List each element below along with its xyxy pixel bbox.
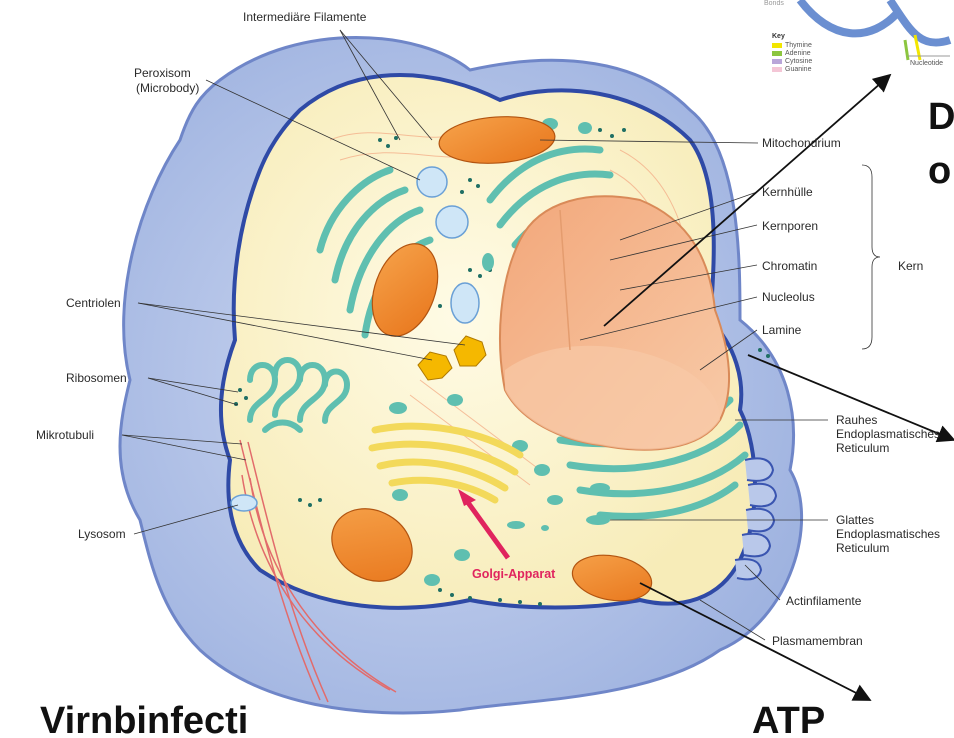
lysosome-center: [451, 283, 479, 323]
key-thymine: Thymine: [772, 42, 812, 50]
label-lamine: Lamine: [762, 323, 801, 337]
label-rough-er-1: Rauhes: [836, 413, 877, 427]
overlay-text-bottom-left: Virnbinfecti: [40, 700, 248, 738]
dna-inset: Bonds Key Thymine Adenine Cytosine Guani…: [760, 0, 954, 96]
key-cytosine: Cytosine: [772, 58, 812, 66]
label-chromatin: Chromatin: [762, 259, 817, 273]
label-plasmamembran: Plasmamembran: [772, 634, 863, 648]
overlay-text-d: D: [928, 96, 954, 139]
label-peroxisome-2: (Microbody): [136, 81, 199, 95]
label-kern: Kern: [898, 259, 923, 273]
key-adenine: Adenine: [772, 50, 811, 58]
label-golgi-apparat: Golgi-Apparat: [472, 567, 555, 581]
label-rough-er-3: Reticulum: [836, 441, 889, 455]
label-smooth-er-3: Reticulum: [836, 541, 889, 555]
overlay-text-o: o: [928, 150, 951, 193]
label-actinfilamente: Actinfilamente: [786, 594, 861, 608]
overlay-text-atp: ATP: [752, 700, 825, 738]
label-kernporen: Kernporen: [762, 219, 818, 233]
key-guanine: Guanine: [772, 66, 811, 74]
label-kernhuelle: Kernhülle: [762, 185, 813, 199]
label-mikrotubuli: Mikrotubuli: [36, 428, 94, 442]
label-smooth-er-1: Glattes: [836, 513, 874, 527]
label-smooth-er-2: Endoplasmatisches: [836, 527, 940, 541]
label-centriolen: Centriolen: [66, 296, 121, 310]
label-intermediate-filaments: Intermediäre Filamente: [243, 10, 366, 24]
label-mitochondrium: Mitochondrium: [762, 136, 841, 150]
inset-bonds-label: Bonds: [764, 0, 784, 8]
label-ribosomen: Ribosomen: [66, 371, 127, 385]
label-peroxisome-1: Peroxisom: [134, 66, 191, 80]
key-title: Key: [772, 33, 785, 41]
lysosome: [231, 495, 257, 511]
label-nucleolus: Nucleolus: [762, 290, 815, 304]
nucleotide-label: Nucleotide: [910, 60, 943, 68]
label-rough-er-2: Endoplasmatisches: [836, 427, 940, 441]
label-lysosom: Lysosom: [78, 527, 126, 541]
